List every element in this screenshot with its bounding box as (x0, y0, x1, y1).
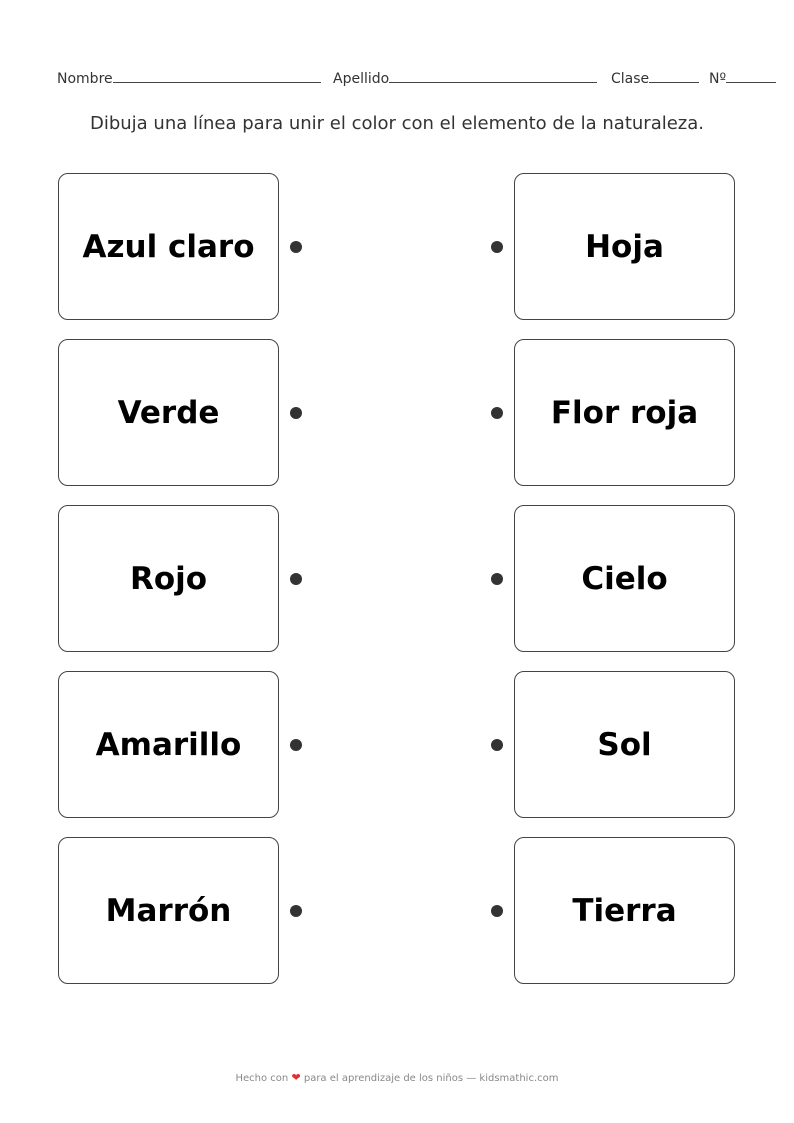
color-label: Azul claro (82, 228, 255, 265)
left-connector-dot[interactable] (290, 905, 302, 917)
nature-box: Hoja (514, 173, 735, 320)
right-connector-dot[interactable] (491, 905, 503, 917)
left-connector-dot[interactable] (290, 739, 302, 751)
nature-box: Tierra (514, 837, 735, 984)
color-box: Azul claro (58, 173, 279, 320)
name-line[interactable] (112, 68, 321, 83)
right-connector-dot[interactable] (491, 407, 503, 419)
color-label: Amarillo (95, 726, 242, 763)
color-label: Rojo (129, 560, 208, 597)
surname-label: Apellido (333, 71, 390, 87)
class-line[interactable] (649, 68, 700, 83)
instructions: Dibuja una línea para unir el color con … (89, 113, 705, 134)
name-field[interactable]: Nombre (57, 68, 321, 87)
left-connector-dot[interactable] (290, 573, 302, 585)
nature-label: Sol (597, 726, 652, 763)
color-label: Verde (117, 394, 220, 431)
color-box: Marrón (58, 837, 279, 984)
left-connector-dot[interactable] (290, 241, 302, 253)
left-connector-dot[interactable] (290, 407, 302, 419)
class-field[interactable]: Clase (611, 68, 700, 87)
surname-field[interactable]: Apellido (333, 68, 598, 87)
footer: Hecho con ❤ para el aprendizaje de los n… (0, 1071, 794, 1084)
color-box: Rojo (58, 505, 279, 652)
footer-suffix: para el aprendizaje de los niños — kidsm… (303, 1073, 559, 1084)
surname-line[interactable] (389, 68, 598, 83)
nature-box: Cielo (514, 505, 735, 652)
nature-box: Flor roja (514, 339, 735, 486)
color-label: Marrón (105, 892, 232, 929)
nature-label: Hoja (585, 228, 664, 265)
class-label: Clase (611, 71, 650, 87)
student-info-header: Nombre Apellido Clase Nº (57, 68, 777, 88)
color-box: Verde (58, 339, 279, 486)
right-connector-dot[interactable] (491, 573, 503, 585)
number-line[interactable] (726, 68, 777, 83)
footer-prefix: Hecho con (235, 1073, 289, 1084)
heart-icon: ❤ (291, 1071, 301, 1084)
right-connector-dot[interactable] (491, 241, 503, 253)
nature-box: Sol (514, 671, 735, 818)
name-label: Nombre (57, 71, 113, 87)
nature-label: Flor roja (550, 394, 699, 431)
number-field[interactable]: Nº (709, 68, 777, 87)
nature-label: Tierra (572, 892, 677, 929)
number-label: Nº (709, 71, 727, 87)
color-box: Amarillo (58, 671, 279, 818)
nature-label: Cielo (581, 560, 668, 597)
right-connector-dot[interactable] (491, 739, 503, 751)
